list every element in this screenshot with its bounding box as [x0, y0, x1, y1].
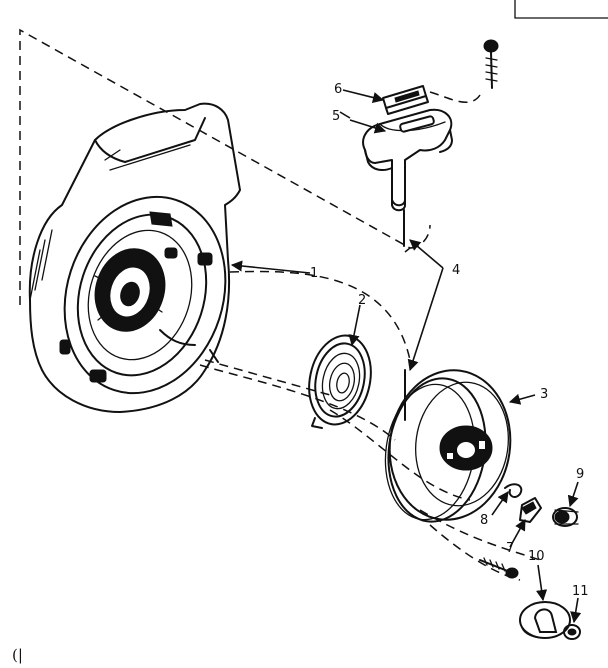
starter-rope — [403, 209, 406, 421]
rewind-spring — [308, 334, 372, 429]
handle-insert — [382, 85, 429, 115]
callout-3: 3 — [540, 387, 548, 402]
callout-1: 1 — [310, 266, 318, 281]
callout-6: 6 — [334, 82, 342, 97]
callout-10: 10 — [528, 549, 545, 564]
pulley-screw — [479, 557, 519, 579]
callout-8: 8 — [480, 513, 488, 528]
starter-housing — [28, 102, 241, 413]
callout-11: 11 — [572, 584, 589, 599]
leader-lines — [230, 89, 582, 624]
handle-screw — [483, 39, 499, 89]
small-nut — [563, 624, 581, 640]
starter-handle — [362, 108, 453, 212]
callout-9: 9 — [576, 467, 584, 482]
callout-2: 2 — [358, 293, 366, 308]
callout-4: 4 — [452, 263, 460, 278]
starter-pawl — [519, 497, 542, 523]
callout-5: 5 — [332, 109, 340, 124]
corner-mark: (| — [12, 646, 23, 664]
frame-lines — [514, 0, 608, 19]
callout-7: 7 — [506, 541, 514, 556]
starter-pulley — [384, 369, 512, 523]
callout-labels: 1 2 3 4 5 6 7 8 9 10 11 — [310, 82, 589, 599]
retaining-washer — [519, 601, 571, 639]
pawl-spring — [504, 483, 523, 498]
pawl-nut — [552, 507, 579, 527]
